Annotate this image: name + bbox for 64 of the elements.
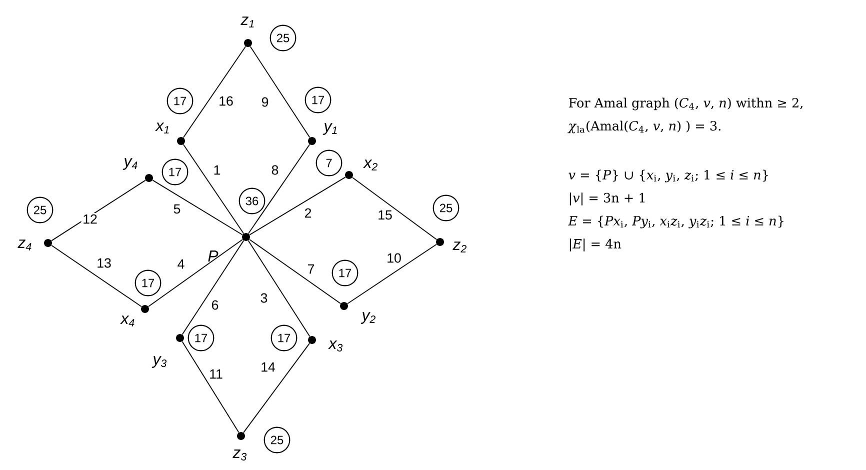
vertex-label: x$_{2}$ (363, 160, 378, 170)
circled-weight: 17 (166, 88, 194, 114)
note-text: For Amal graph (C$_{4}$, v, n) withn ≥ 2, (568, 98, 802, 110)
graph-edge (51, 244, 142, 308)
circled-weight: 25 (270, 24, 296, 52)
edge-label: 9 (260, 96, 270, 108)
vertex-label: z$_{2}$ (452, 242, 466, 252)
edge-label: 16 (217, 94, 235, 108)
edge-label: 1 (212, 164, 222, 176)
edge-label: 2 (302, 207, 314, 219)
note-text: E = {Px$_{i}$, Py$_{i}$, x$_{i}$z$_{i}$, y$_{i}$z$_{i}$; 1 ≤ i ≤ n} (568, 216, 784, 228)
note-text: |v| = 3n + 1 (570, 192, 645, 206)
vertex-label: y$_{2}$ (360, 312, 376, 324)
graph-edge (248, 144, 310, 234)
vertex-label: z$_{1}$ (240, 16, 254, 28)
edge-label: 5 (172, 203, 182, 215)
vertex-label: P (208, 250, 218, 262)
note-text: |E| = 4n (570, 238, 622, 252)
edge-label: 11 (208, 368, 224, 380)
vertex-label: y$_{4}$ (122, 158, 138, 170)
edge-label: 8 (270, 164, 280, 176)
graph-edge (243, 342, 310, 434)
circled-weight: 17 (162, 158, 188, 186)
circled-weight: 25 (264, 426, 290, 454)
edge-label: 12 (81, 213, 99, 225)
circled-weight: 25 (26, 196, 54, 224)
graph-edge (249, 238, 341, 304)
edge-label: 13 (95, 256, 113, 270)
graph-edge (51, 180, 146, 242)
graph-edge (249, 176, 346, 236)
graph-edge (182, 46, 246, 138)
vertex-label: z$_{4}$ (18, 240, 32, 250)
edge-label: 3 (258, 292, 270, 304)
circled-weight: 25 (432, 194, 460, 222)
edge-label: 4 (176, 258, 186, 270)
graph-edge (152, 180, 243, 236)
graph-edge (182, 240, 244, 335)
circled-weight: 17 (304, 86, 332, 114)
edge-label: 15 (376, 209, 394, 221)
vertex-label: x$_{1}$ (155, 122, 169, 134)
vertex-label: y$_{3}$ (152, 356, 167, 368)
vertex-label: y$_{1}$ (322, 123, 337, 135)
note-text: χ$_{la}$(Amal(C$_{4}$, v, n) ) = 3. (568, 120, 720, 134)
edge-label: 10 (385, 252, 403, 264)
graph-edge (248, 240, 310, 337)
vertex-label: x$_{3}$ (328, 340, 343, 352)
circled-weight: 36 (238, 188, 266, 214)
edge-label: 6 (210, 298, 220, 312)
note-text: v = {P} ∪ {x$_{i}$, y$_{i}$, z$_{i}$; 1 ≤ i ≤ n} (568, 170, 768, 182)
graph-edge (182, 144, 244, 234)
circled-weight: 7 (316, 150, 342, 176)
graph-edge (182, 341, 240, 433)
graph-edge (148, 239, 243, 307)
circled-weight: 17 (270, 324, 298, 352)
graph-edge (250, 46, 310, 138)
graph-edge (352, 177, 438, 240)
edge-label: 14 (259, 361, 277, 373)
circled-weight: 17 (332, 260, 358, 286)
circled-weight: 17 (134, 270, 162, 296)
vertex-label: x$_{4}$ (120, 316, 134, 326)
circled-weight: 17 (188, 324, 214, 352)
graph-edge (347, 244, 437, 304)
vertex-label: z$_{3}$ (232, 450, 247, 460)
edge-label: 7 (306, 263, 316, 275)
